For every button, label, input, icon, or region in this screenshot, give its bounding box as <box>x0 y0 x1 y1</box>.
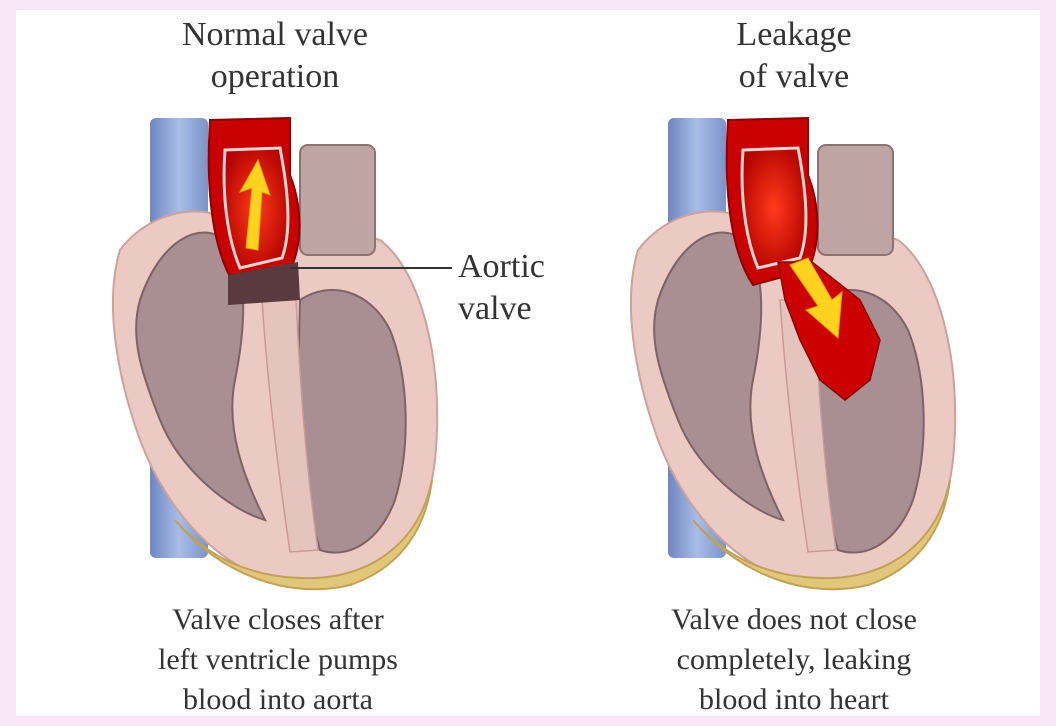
normal-panel-caption: Valve closes after left ventricle pumps … <box>88 600 468 720</box>
normal-title-line-2: operation <box>95 56 455 98</box>
normal-title-line-1: Normal valve <box>95 14 455 56</box>
normal-panel-title: Normal valve operation <box>95 14 455 98</box>
normal-caption-line-1: Valve closes after <box>88 600 468 640</box>
leakage-panel-caption: Valve does not close completely, leaking… <box>604 600 984 720</box>
aortic-valve-label-line-2: valve <box>458 288 598 330</box>
leakage-caption-line-1: Valve does not close <box>604 600 984 640</box>
leakage-title-line-2: of valve <box>614 56 974 98</box>
leakage-panel-title: Leakage of valve <box>614 14 974 98</box>
aortic-valve-label-line-1: Aortic <box>458 246 598 288</box>
aortic-valve-label: Aortic valve <box>458 246 598 330</box>
normal-heart-illustration <box>113 118 452 589</box>
leakage-caption-line-3: blood into heart <box>604 680 984 720</box>
pulmonary-artery-right <box>818 145 893 255</box>
right-chamber-muscle <box>298 290 406 553</box>
normal-caption-line-2: left ventricle pumps <box>88 640 468 680</box>
normal-caption-line-3: blood into aorta <box>88 680 468 720</box>
leaking-heart-illustration <box>631 118 955 589</box>
leakage-caption-line-2: completely, leaking <box>604 640 984 680</box>
aorta-inner-right <box>742 148 806 268</box>
leakage-title-line-1: Leakage <box>614 14 974 56</box>
pulmonary-artery-left <box>300 145 375 255</box>
